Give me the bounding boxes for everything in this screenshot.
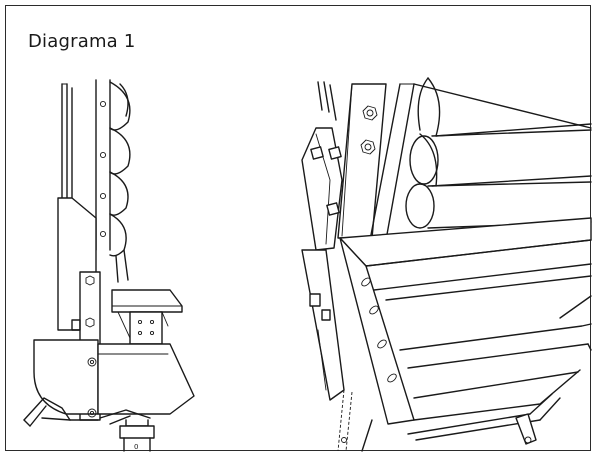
right-upright-bolt-1	[362, 105, 378, 121]
right-vertical-rods	[317, 81, 337, 121]
right-roller-cylinders	[405, 77, 592, 229]
right-bottom-leg	[361, 419, 373, 452]
right-tray-slot-4	[387, 373, 397, 383]
left-view-side-profile: 0	[23, 79, 195, 452]
right-lower-braces	[407, 393, 561, 445]
left-post-marking: 0	[134, 443, 138, 451]
right-roller-1	[417, 77, 592, 137]
left-hex-nut-top	[85, 275, 95, 286]
left-strip-hole-4	[99, 230, 107, 238]
right-lower-arm	[301, 249, 345, 401]
left-housing-bolt-lower	[87, 408, 97, 418]
left-step-platform	[111, 289, 183, 345]
right-angled-bracket	[301, 127, 343, 251]
right-hidden-leg	[337, 389, 353, 452]
right-upright-bolt-2	[360, 139, 376, 155]
left-stacked-rollers	[109, 81, 131, 283]
right-tray-slot-3	[377, 339, 387, 349]
left-hex-nut-middle	[85, 317, 95, 328]
left-strip-hole-2	[99, 151, 107, 159]
right-tray-slot-1	[361, 277, 371, 287]
left-strip-hole-3	[99, 192, 107, 200]
right-roller-2	[409, 129, 592, 187]
left-strip-hole-1	[99, 100, 107, 108]
right-diagonal-strut	[369, 83, 415, 241]
left-housing-bolt-upper	[87, 357, 97, 367]
left-curved-housing	[33, 339, 195, 418]
left-support-post: 0	[119, 419, 155, 452]
right-view-perspective	[301, 77, 592, 452]
right-tray-slot-2	[369, 305, 379, 315]
left-hinge-arms	[23, 397, 151, 427]
left-vertical-rail	[61, 83, 73, 201]
diagram-title: Diagrama 1	[28, 31, 136, 52]
left-perforated-strip	[95, 79, 111, 251]
right-tilted-tray	[339, 217, 592, 425]
right-main-upright	[337, 83, 387, 239]
